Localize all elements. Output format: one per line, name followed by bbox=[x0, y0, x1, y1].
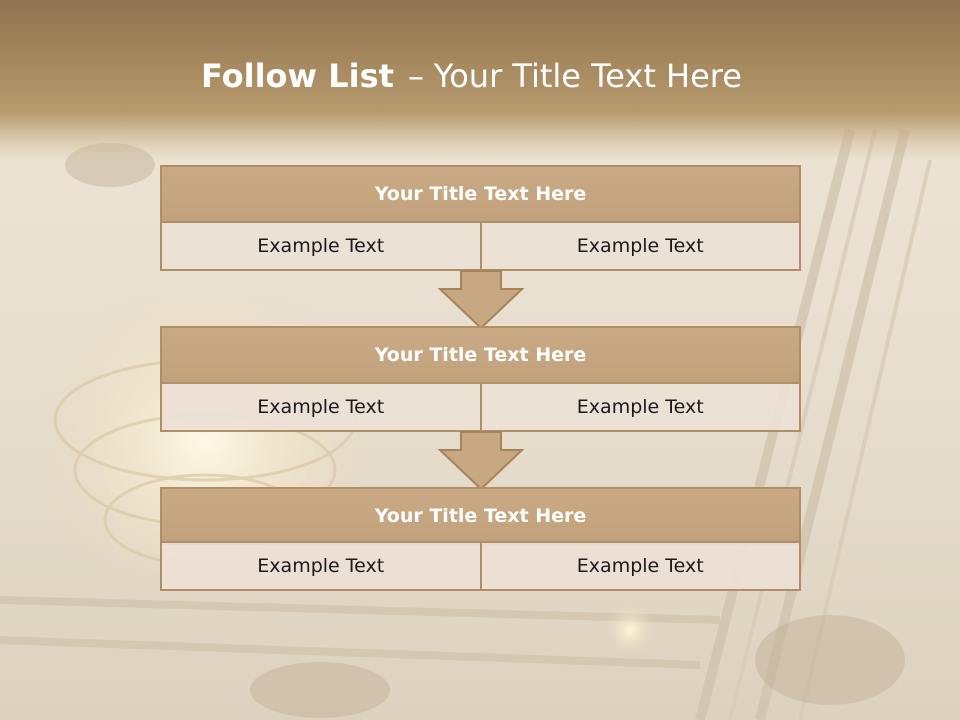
block-cell-left[interactable]: Example Text bbox=[160, 382, 482, 432]
block-cell-right[interactable]: Example Text bbox=[481, 541, 801, 591]
block-row: Example Text Example Text bbox=[160, 541, 801, 591]
slide-title-rest: Your Title Text Here bbox=[433, 57, 742, 95]
block-title[interactable]: Your Title Text Here bbox=[160, 165, 801, 223]
block-cell-right[interactable]: Example Text bbox=[481, 221, 801, 271]
block-cell-left[interactable]: Example Text bbox=[160, 221, 482, 271]
down-arrow-icon bbox=[438, 270, 524, 330]
block-title[interactable]: Your Title Text Here bbox=[160, 487, 801, 545]
block-cell-left[interactable]: Example Text bbox=[160, 541, 482, 591]
block-cell-right[interactable]: Example Text bbox=[481, 382, 801, 432]
block-title[interactable]: Your Title Text Here bbox=[160, 326, 801, 384]
slide-title: Follow List–Your Title Text Here bbox=[0, 52, 943, 100]
down-arrow-icon bbox=[438, 431, 524, 491]
slide-title-bold: Follow List bbox=[201, 57, 394, 95]
block-row: Example Text Example Text bbox=[160, 382, 801, 432]
header-band bbox=[0, 0, 960, 160]
slide-title-dash: – bbox=[407, 57, 424, 95]
block-row: Example Text Example Text bbox=[160, 221, 801, 271]
